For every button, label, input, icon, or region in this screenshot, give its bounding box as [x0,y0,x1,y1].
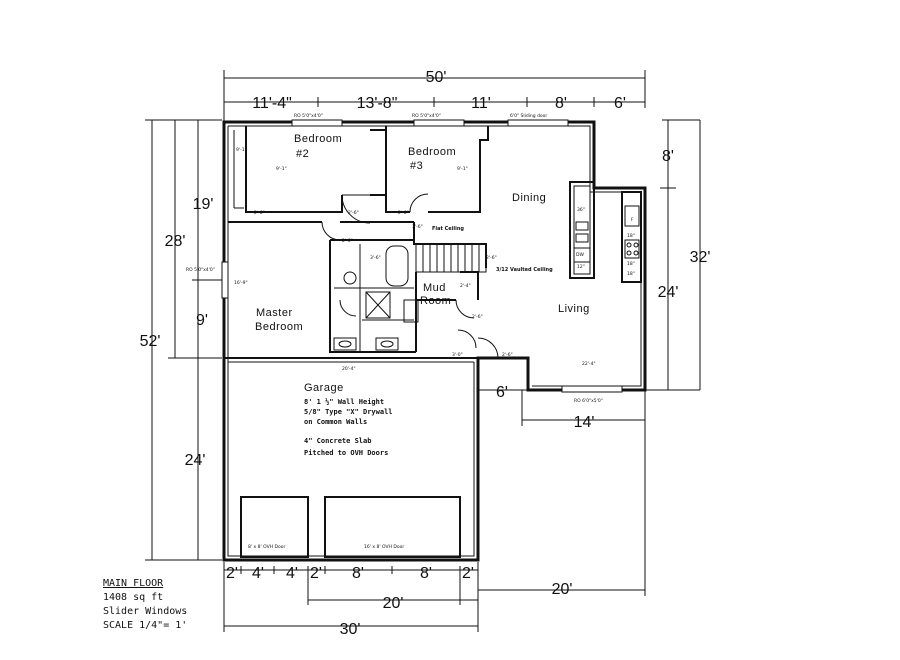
small-dim-14: 3'-0" [452,352,463,358]
dim-bottom-7: 2' [462,565,474,582]
window-labels: RO 5'0"x4'0" RO 5'0"x4'0" 6'0" Sliding d… [186,113,603,404]
small-dim-6: 2'-6" [348,210,359,216]
room-dining: Dining [512,192,546,204]
dim-top-4: 8' [555,95,567,112]
dimension-lines [145,70,701,632]
dim-bottom-5: 8' [352,565,364,582]
kitchen-labels: F DW 36" 18" 12" 18" 18" [576,207,635,277]
dishwasher-label: DW [576,252,584,258]
small-dim-15: 2'-6" [502,352,513,358]
garage-note-4: 4" Concrete Slab [304,437,371,445]
garage-notes: 8' 1 ½" Wall Height 5/8" Type "X" Drywal… [304,398,393,457]
small-dim-4: 16'-9" [234,280,248,286]
dim-right-upper: 8' [662,148,674,165]
stairs [415,243,487,273]
ovh-door-large-label: 16' x 8' OVH Door [364,544,404,550]
dim-top-5: 6' [614,95,626,112]
room-master-1: Master [256,307,293,319]
small-dim-7: 2'-6" [398,210,409,216]
dim-bottom-2: 4' [252,565,264,582]
small-dim-2: 9'-1" [276,166,287,172]
room-labels: Bedroom #2 Bedroom #3 Dining Living Mud … [255,133,590,394]
kitchen [569,181,642,283]
dim-bottom-3: 4' [286,565,298,582]
window-label-bed2: RO 5'0"x4'0" [294,113,323,119]
room-bedroom3-name: Bedroom [408,146,456,158]
room-mud-2: Room [420,295,451,307]
dim-bottom-door: 20' [383,595,404,612]
plan-legend: MAIN FLOOR 1408 sq ft Slider Windows SCA… [103,578,187,631]
small-dim-8: 2'-6" [342,238,353,244]
dim-top-2: 13'-8" [357,95,398,112]
small-dimension-labels: 9'-1" 9'-1" 9'-1" 16'-9" 2'-6" 2'-6" 2'-… [234,147,596,372]
small-dim-5: 2'-6" [254,210,265,216]
small-dim-17: 20'-4" [342,366,356,372]
small-dim-3: 9'-1" [457,166,468,172]
exterior-walls [222,120,647,562]
kitchen-dim-d: 18" [627,271,635,277]
ovh-door-small-label: 8' x 8' OVH Door [248,544,285,550]
garage-note-1: 8' 1 ½" Wall Height [304,398,384,406]
window-label-living: RO 6'0"x5'0" [574,398,603,404]
garage-note-2: 5/8" Type "X" Drywall [304,408,393,416]
room-bedroom2-name: Bedroom [294,133,342,145]
dimension-labels: 50' 11'-4" 13'-8" 11' 8' 6' 52' 28' 19' … [140,69,711,638]
dim-left-garage: 24' [185,452,206,469]
dim-bottom-right: 20' [552,581,573,598]
dim-right-lower: 24' [658,284,679,301]
room-bedroom2-number: #2 [296,148,309,160]
small-dim-12: 2'-4" [460,283,471,289]
legend-windows: Slider Windows [103,606,187,617]
dim-bottom-1: 2' [226,565,238,582]
vaulted-ceiling-label: 3/12 Vaulted Ceiling [496,267,553,273]
room-living: Living [558,303,590,315]
dim-top-1: 11'-4" [252,95,292,112]
room-garage: Garage [304,382,344,394]
dim-right-total: 32' [690,249,711,266]
door-swings [321,193,499,359]
windows [221,119,623,393]
fridge-label: F [631,217,634,223]
small-dim-10: 3'-6" [370,255,381,261]
flat-ceiling-label: Flat Ceiling [432,226,464,232]
window-label-master: RO 5'0"x4'0" [186,267,215,273]
dim-left-total: 52' [140,333,161,350]
garage-note-3: on Common Walls [304,418,367,426]
legend-scale: SCALE 1/4"= 1' [103,620,187,631]
garage-note-5: Pitched to OVH Doors [304,449,388,457]
small-dim-9: 3'-6" [412,224,423,230]
dim-top-3: 11' [471,95,491,112]
dim-left-upper: 19' [193,196,214,213]
dim-bottom-4: 2' [310,565,322,582]
legend-area: 1408 sq ft [103,592,163,603]
kitchen-dim-a: 18" [627,233,635,239]
kitchen-top-width: 36" [577,207,585,213]
small-dim-11: 2'-6" [486,255,497,261]
legend-title: MAIN FLOOR [103,578,164,589]
kitchen-dim-b: 12" [577,264,585,270]
kitchen-dim-c: 18" [627,261,635,267]
room-mud-1: Mud [423,282,446,294]
small-dim-16: 22'-4" [582,361,596,367]
interior-walls [228,126,529,386]
dim-bottom-total: 30' [340,621,361,638]
room-master-2: Bedroom [255,321,303,333]
dim-bottom-6: 8' [420,565,432,582]
room-bedroom3-number: #3 [410,160,423,172]
small-dim-1: 9'-1" [236,147,247,153]
dim-left-lower: 9' [196,312,208,329]
garage-doors [240,496,461,558]
window-label-sliding: 6'0" Sliding door [510,113,547,119]
small-dim-13: 2'-6" [472,314,483,320]
window-label-bed3: RO 5'0"x4'0" [412,113,441,119]
dim-left-house: 28' [165,233,186,250]
dim-overall-width: 50' [426,69,447,86]
dim-garage-offset: 6' [496,384,508,401]
dim-living-width: 14' [574,414,595,431]
